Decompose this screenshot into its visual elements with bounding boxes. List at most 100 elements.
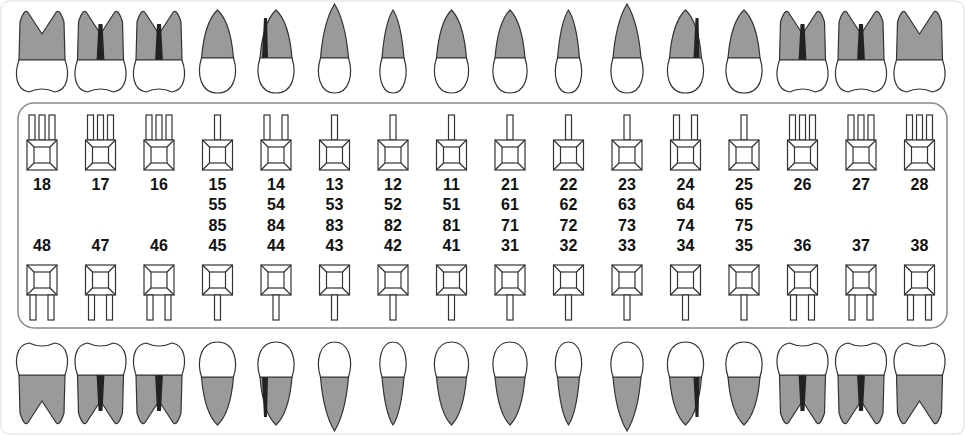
symbol-root <box>390 295 396 320</box>
symbol-diagonal <box>495 140 502 147</box>
tooth <box>555 10 581 93</box>
symbol-inner <box>736 272 752 288</box>
symbol-outer <box>788 265 818 295</box>
symbol-outer <box>378 140 408 170</box>
tooth-crown <box>835 60 886 92</box>
tooth-number: 15 <box>196 176 240 194</box>
symbol-diagonal <box>284 265 291 272</box>
symbol-inner <box>268 147 284 163</box>
tooth-number: 13 <box>313 176 357 194</box>
symbol-inner <box>327 272 343 288</box>
symbol-root <box>30 295 36 320</box>
symbol-outer <box>203 265 233 295</box>
symbol-outer <box>203 140 233 170</box>
symbol-outer <box>554 140 584 170</box>
symbol-inner <box>736 147 752 163</box>
tooth-number: 16 <box>137 176 181 194</box>
tooth <box>894 343 945 424</box>
tooth-number: 84 <box>254 217 298 235</box>
tooth-number: 25 <box>722 176 766 194</box>
tooth-symbol <box>203 265 233 295</box>
tooth-number: 73 <box>605 217 649 235</box>
symbol-inner <box>795 147 811 163</box>
symbol-diagonal <box>109 265 116 272</box>
symbol-inner <box>151 147 167 163</box>
tooth-root <box>260 377 292 425</box>
tooth-crown <box>493 58 527 93</box>
tooth-number: 27 <box>839 176 883 194</box>
symbol-diagonal <box>378 288 385 295</box>
root-canal <box>97 373 105 411</box>
tooth <box>726 10 762 93</box>
symbol-diagonal <box>518 140 525 147</box>
tooth <box>75 343 126 424</box>
symbol-diagonal <box>846 288 853 295</box>
symbol-root <box>147 295 153 320</box>
tooth <box>835 11 886 92</box>
tooth <box>16 11 67 92</box>
symbol-diagonal <box>27 140 34 147</box>
symbol-diagonal <box>109 140 116 147</box>
symbol-root <box>390 115 396 140</box>
symbol-diagonal <box>203 163 210 170</box>
symbol-diagonal <box>109 288 116 295</box>
symbol-outer <box>378 265 408 295</box>
tooth-number: 37 <box>839 237 883 255</box>
tooth <box>777 343 828 424</box>
symbol-diagonal <box>320 163 327 170</box>
tooth-symbol <box>905 140 935 170</box>
symbol-diagonal <box>905 265 912 272</box>
tooth-symbol <box>495 140 525 170</box>
root-canal <box>262 377 268 417</box>
symbol-root <box>264 115 270 140</box>
tooth-number: 61 <box>488 196 532 214</box>
symbol-diagonal <box>495 288 502 295</box>
symbol-diagonal <box>261 140 268 147</box>
symbol-diagonal <box>752 288 759 295</box>
symbol-diagonal <box>612 163 619 170</box>
tooth <box>493 342 527 425</box>
tooth-crown <box>894 343 945 375</box>
symbol-root <box>215 115 221 140</box>
tooth-number: 64 <box>664 196 708 214</box>
tooth-number: 32 <box>547 237 591 255</box>
symbol-diagonal <box>144 265 151 272</box>
symbol-diagonal <box>554 140 561 147</box>
symbol-root <box>449 115 455 140</box>
symbol-outer <box>261 265 291 295</box>
symbol-diagonal <box>460 265 467 272</box>
symbol-diagonal <box>284 288 291 295</box>
symbol-diagonal <box>752 163 759 170</box>
symbol-diagonal <box>729 140 736 147</box>
symbol-inner <box>93 147 109 163</box>
symbol-diagonal <box>460 163 467 170</box>
symbol-inner <box>678 147 694 163</box>
symbol-diagonal <box>167 140 174 147</box>
symbol-outer <box>905 140 935 170</box>
symbol-inner <box>34 272 50 288</box>
symbol-diagonal <box>518 288 525 295</box>
tooth-symbol <box>671 140 701 170</box>
tooth-number: 35 <box>722 237 766 255</box>
tooth-symbols <box>27 115 935 320</box>
tooth-root <box>321 377 349 431</box>
tooth <box>380 342 406 425</box>
root-canal <box>694 377 700 417</box>
symbol-diagonal <box>554 163 561 170</box>
tooth-root <box>670 10 702 58</box>
symbol-outer <box>495 265 525 295</box>
tooth-symbol <box>27 265 57 295</box>
symbol-root <box>108 115 114 140</box>
symbol-inner <box>385 272 401 288</box>
tooth-root <box>558 377 580 425</box>
symbol-outer <box>612 140 642 170</box>
symbol-root <box>848 115 854 140</box>
tooth-crown <box>16 343 67 375</box>
tooth-root <box>19 11 65 60</box>
symbol-diagonal <box>226 265 233 272</box>
lower-teeth <box>16 342 945 431</box>
symbol-diagonal <box>729 288 736 295</box>
symbol-diagonal <box>554 288 561 295</box>
